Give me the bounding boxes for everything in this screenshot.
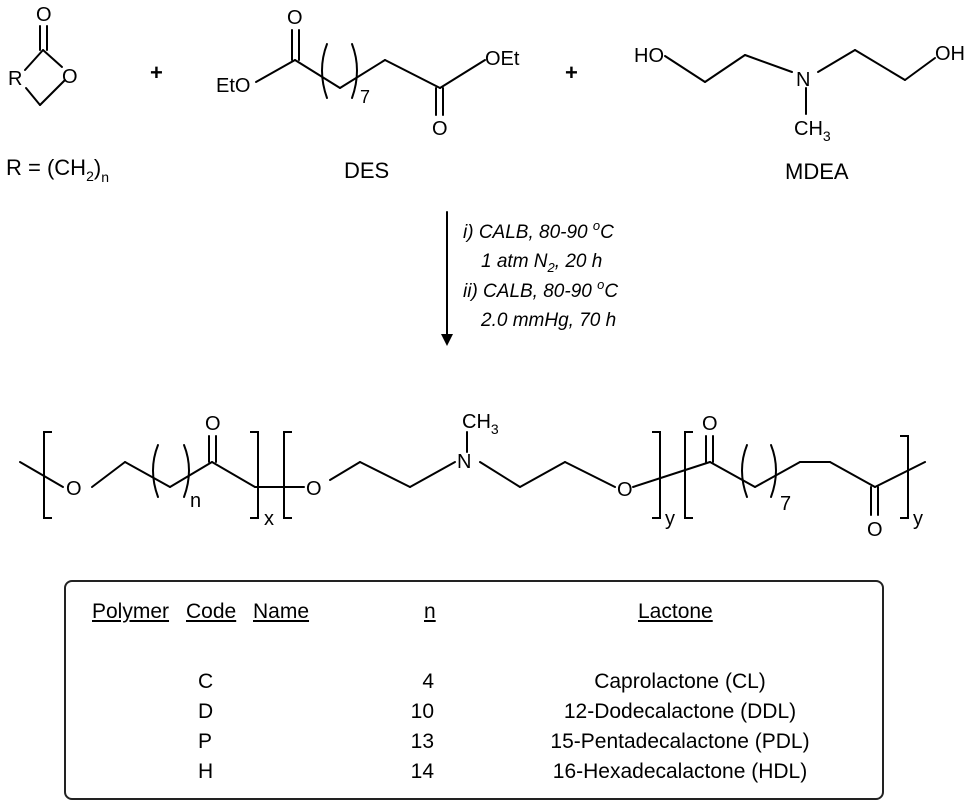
row-n: 13	[410, 730, 434, 753]
polymer-methyl: CH3	[462, 411, 499, 437]
lactone-ring-oxygen: O	[62, 66, 78, 88]
row-n: 14	[410, 760, 434, 783]
reaction-scheme: O R O R = (CH2)n + EtO O 7 OEt O DES + H…	[6, 4, 965, 541]
row-lactone: 15-Pentadecalactone (PDL)	[550, 730, 810, 753]
row-code: H	[198, 760, 214, 783]
condition-line-4: 2.0 mmHg, 70 h	[480, 310, 616, 331]
lactone-ring-r-label: R	[8, 68, 22, 90]
row-lactone: Caprolactone (CL)	[594, 670, 766, 693]
condition-line-2: 1 atm N2, 20 h	[481, 251, 602, 275]
polymer-lactone-table: Polymer Code Name n Lactone C 4 Caprolac…	[64, 580, 884, 800]
r-group-definition: R = (CH2)n	[6, 155, 109, 185]
polymer-subscript-n: n	[190, 490, 201, 512]
polymer-carbonyl-oxygen-3: O	[867, 519, 883, 541]
header-lactone: Lactone	[638, 600, 713, 623]
row-n: 4	[422, 670, 434, 693]
polymer-subscript-x: x	[264, 508, 274, 530]
des-carbonyl-oxygen-bottom: O	[432, 118, 448, 140]
mdea-nitrogen: N	[796, 69, 810, 91]
mdea-methyl: CH3	[794, 118, 831, 144]
header-n: n	[424, 600, 436, 623]
des-structure: EtO O 7 OEt O	[216, 7, 520, 140]
polymer-subscript-y-2: y	[913, 508, 923, 530]
row-lactone: 12-Dodecalactone (DDL)	[563, 700, 797, 723]
polymer-subscript-y-1: y	[665, 508, 675, 530]
row-code: P	[198, 730, 213, 753]
polymer-carbonyl-oxygen-1: O	[205, 413, 221, 435]
lactone-carbonyl-oxygen: O	[36, 4, 52, 26]
polymer-nitrogen: N	[457, 451, 471, 473]
reaction-arrow-head	[441, 334, 453, 346]
des-carbonyl-oxygen-top: O	[287, 7, 303, 29]
row-lactone: 16-Hexadecalactone (HDL)	[552, 760, 808, 783]
polymer-carbonyl-oxygen-2: O	[702, 413, 718, 435]
lactone-structure: O R O	[8, 4, 78, 106]
des-label: DES	[344, 158, 389, 183]
header-name: Name	[253, 600, 310, 623]
row-code: C	[198, 670, 214, 693]
plus-sign-2: +	[565, 60, 578, 85]
mdea-structure: HO N CH3 OH	[634, 43, 965, 144]
condition-line-1: i) CALB, 80-90 oC	[463, 218, 614, 243]
header-code: Code	[186, 600, 237, 623]
polymer-ester-oxygen-2: O	[306, 478, 322, 500]
header-polymer: Polymer	[92, 600, 170, 623]
row-n: 10	[410, 700, 434, 723]
row-code: D	[198, 700, 214, 723]
des-left-ester-group: EtO	[216, 75, 250, 97]
polymer-structure: O O n x O N CH3 O y O 7	[19, 411, 926, 541]
polymer-ester-oxygen-3: O	[617, 479, 633, 501]
mdea-label: MDEA	[785, 159, 849, 184]
condition-line-3: ii) CALB, 80-90 oC	[463, 277, 618, 302]
polymer-repeat-seven: 7	[780, 493, 791, 515]
des-right-ester-group: OEt	[485, 48, 520, 70]
plus-sign-1: +	[150, 60, 163, 85]
mdea-hydroxyl-left: HO	[634, 45, 664, 67]
mdea-hydroxyl-right: OH	[935, 43, 965, 65]
polymer-ester-oxygen-1: O	[66, 478, 82, 500]
des-repeat-count: 7	[360, 87, 370, 107]
